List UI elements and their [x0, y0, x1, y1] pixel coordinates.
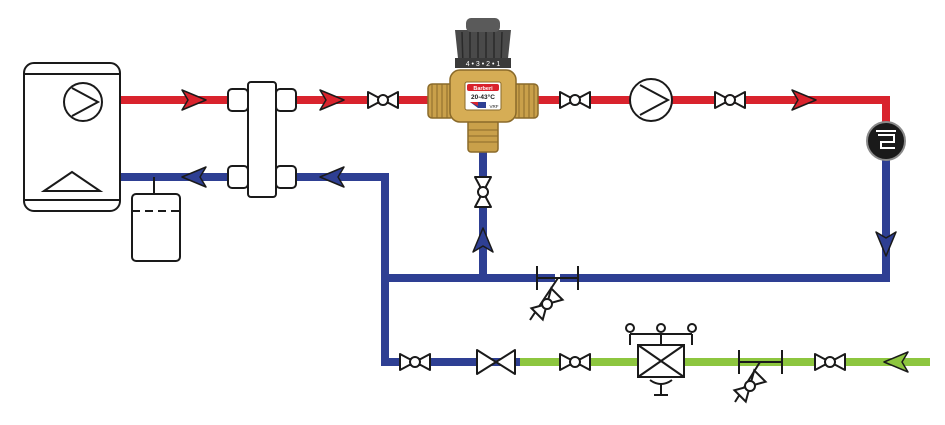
bypass-balancing-valve [529, 266, 579, 322]
drain-valve-icon [529, 286, 565, 322]
flow-arrow-icon [472, 227, 494, 253]
ball-valve-icon [474, 176, 492, 208]
flow-arrow-icon [883, 351, 909, 373]
valve-brand: Barberi [473, 86, 493, 92]
ball-valve-icon [399, 353, 431, 371]
flow-arrow-icon [319, 89, 345, 111]
ball-valves [367, 91, 846, 371]
burner-icon [40, 170, 104, 192]
valve-range: 20-43°C [471, 93, 495, 101]
ball-valve-icon [814, 353, 846, 371]
flow-arrow-icon [875, 231, 897, 257]
check-valve-icon [476, 349, 516, 375]
boiler-pump-icon [63, 82, 103, 122]
ball-valve-icon [559, 353, 591, 371]
flow-arrow-icon [791, 89, 817, 111]
ball-valve-icon [367, 91, 399, 109]
heat-exchanger-icon [866, 121, 906, 161]
flow-arrow-icon [181, 89, 207, 111]
hydraulic-separator [227, 81, 297, 198]
drain-valve-icon [732, 368, 768, 404]
cold-line-drain-valve [732, 350, 783, 404]
expansion-tank-body [131, 193, 181, 262]
ball-valve-icon [559, 91, 591, 109]
boiler [23, 62, 121, 212]
flow-arrows [181, 89, 909, 373]
pressure-reducer-icon [625, 323, 697, 396]
valve-model: VRF [490, 104, 499, 109]
expansion-tank [131, 177, 181, 262]
valve-scale: 4 • 3 • 2 • 1 [466, 61, 501, 68]
flow-arrow-icon [181, 166, 207, 188]
circulation-pump-icon [629, 78, 673, 122]
thermostatic-mixing-valve-icon: 4 • 3 • 2 • 1 Barberi 20-43°C VRF [427, 18, 539, 153]
flow-arrow-icon [319, 166, 345, 188]
ball-valve-icon [714, 91, 746, 109]
